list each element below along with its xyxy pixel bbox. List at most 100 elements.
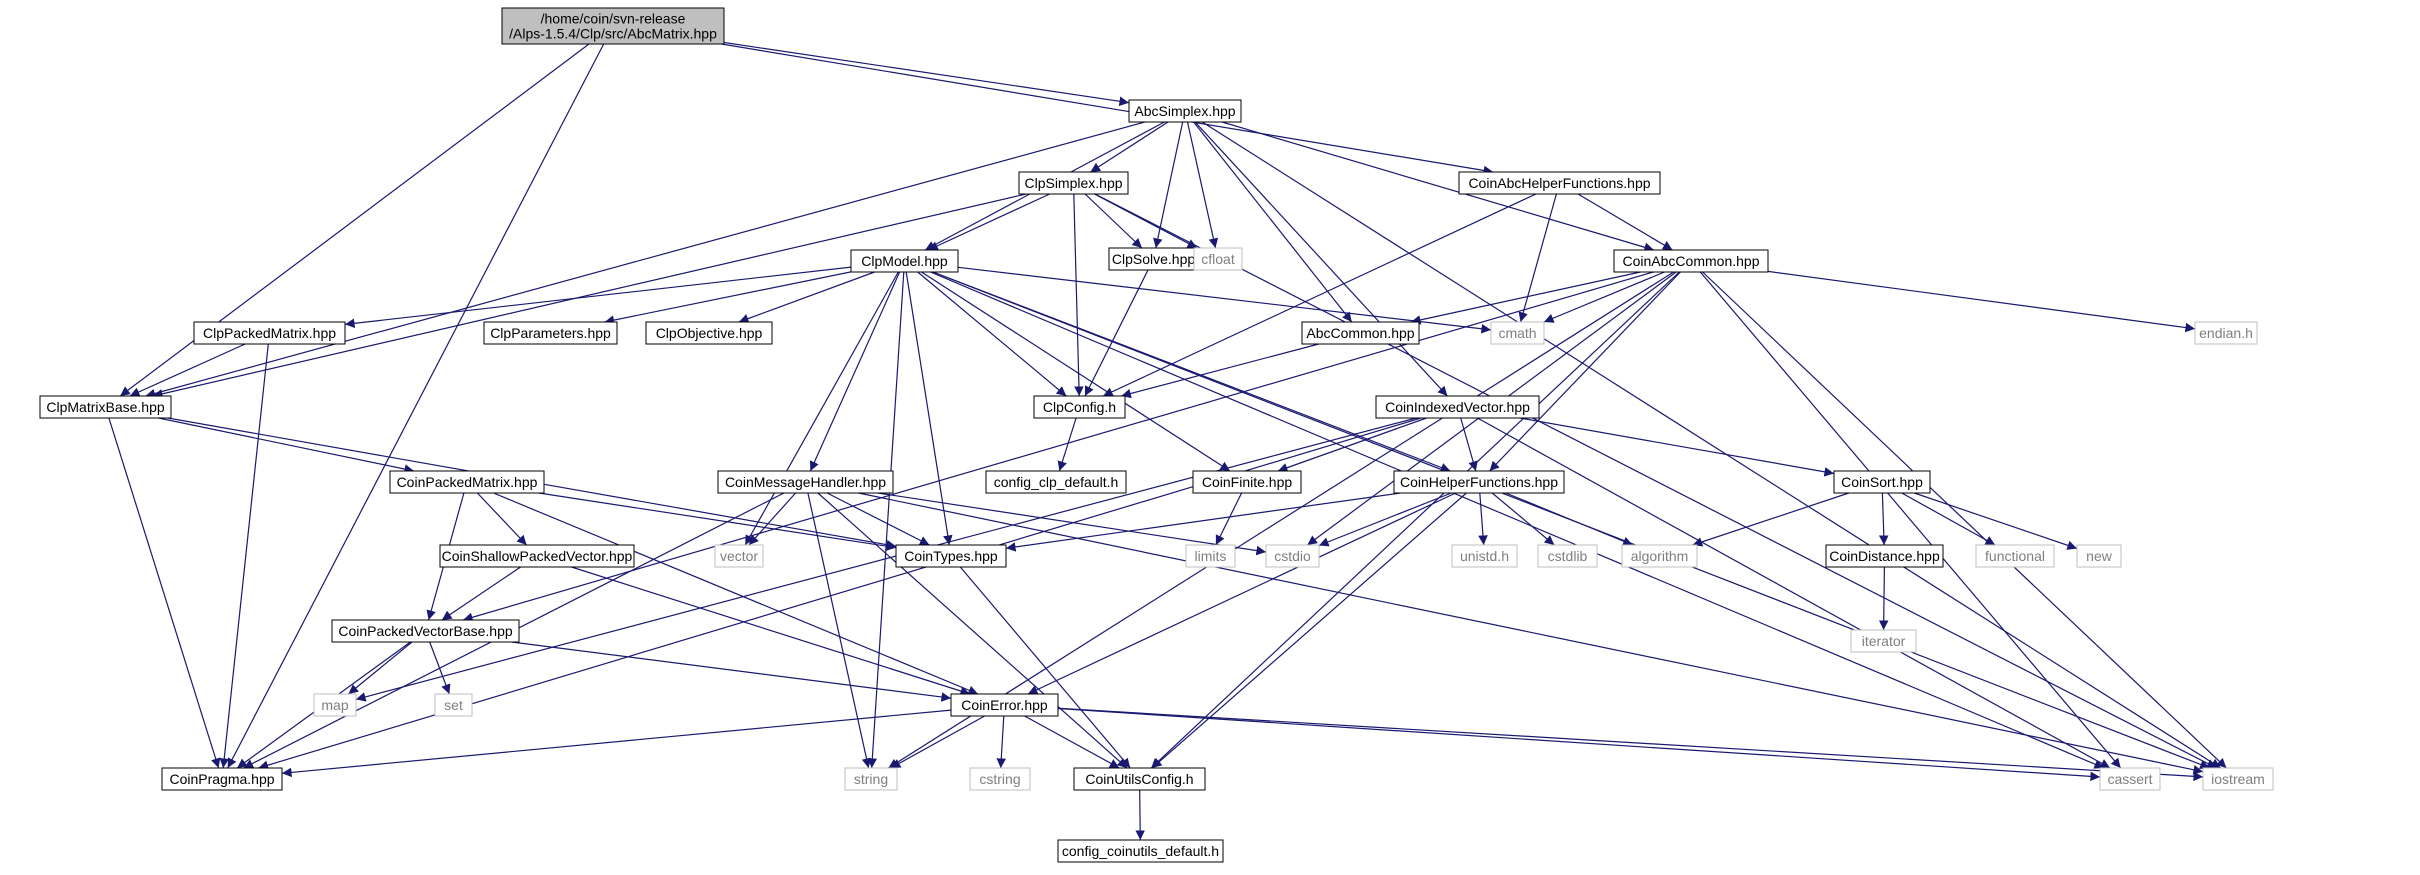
node-vector: vector: [714, 544, 764, 568]
node-box: [1265, 544, 1320, 568]
edge-clpmodel-to-coinfinite: [921, 271, 1231, 472]
edge-clpmodel-to-cmath: [957, 266, 1492, 334]
node-configclpdefault[interactable]: config_clp_default.h: [985, 470, 1127, 494]
node-label: iterator: [1862, 633, 1906, 649]
node-box: [950, 693, 1059, 717]
node-clpconfig[interactable]: ClpConfig.h: [1033, 395, 1126, 419]
node-string: string: [844, 767, 898, 791]
node-box: [313, 693, 357, 717]
node-box: [2099, 767, 2161, 791]
node-label: AbcSimplex.hpp: [1134, 103, 1235, 119]
node-box: [1185, 544, 1236, 568]
node-box: [483, 321, 618, 345]
node-coinpackedmatrix[interactable]: CoinPackedMatrix.hpp: [389, 470, 545, 494]
edge-clpmatrixbase-to-coinpackedmatrix: [158, 417, 415, 474]
node-label: cstdlib: [1548, 548, 1588, 564]
node-coinshallow[interactable]: CoinShallowPackedVector.hpp: [439, 544, 635, 568]
node-abccommon[interactable]: AbcCommon.hpp: [1301, 321, 1420, 345]
node-box: [1613, 249, 1769, 273]
node-label: /Alps-1.5.4/Clp/src/AbcMatrix.hpp: [509, 26, 717, 42]
node-cstdlib: cstdlib: [1537, 544, 1598, 568]
node-coinutilsconfig[interactable]: CoinUtilsConfig.h: [1073, 767, 1206, 791]
node-box: [1375, 395, 1540, 419]
node-coindistance[interactable]: CoinDistance.hpp: [1825, 544, 1944, 568]
node-coinsort[interactable]: CoinSort.hpp: [1833, 470, 1931, 494]
node-abcsimplex[interactable]: AbcSimplex.hpp: [1128, 99, 1242, 123]
node-box: [969, 767, 1031, 791]
edge-coinsort-to-coindistance: [1878, 492, 1889, 546]
node-clpobjective[interactable]: ClpObjective.hpp: [645, 321, 773, 345]
node-root[interactable]: /home/coin/svn-release/Alps-1.5.4/Clp/sr…: [501, 7, 725, 45]
node-coinpackedvectorbase[interactable]: CoinPackedVectorBase.hpp: [331, 619, 520, 643]
node-label: CoinFinite.hpp: [1202, 474, 1292, 490]
node-label: cmath: [1498, 325, 1536, 341]
node-coinindexedvector[interactable]: CoinIndexedVector.hpp: [1375, 395, 1540, 419]
node-label: CoinShallowPackedVector.hpp: [442, 548, 633, 564]
edge-coinpackedvectorbase-to-set: [429, 641, 451, 695]
node-box: [1018, 171, 1129, 195]
node-coinerror[interactable]: CoinError.hpp: [950, 693, 1059, 717]
node-cointypes[interactable]: CoinTypes.hpp: [895, 544, 1007, 568]
node-clpmatrixbase[interactable]: ClpMatrixBase.hpp: [39, 395, 172, 419]
node-coinabchelper[interactable]: CoinAbcHelperFunctions.hpp: [1458, 171, 1661, 195]
node-label: ClpMatrixBase.hpp: [46, 399, 164, 415]
node-box: [2202, 767, 2274, 791]
node-clpsolve[interactable]: ClpSolve.hpp: [1108, 247, 1199, 271]
node-clppackedmatrix[interactable]: ClpPackedMatrix.hpp: [193, 321, 346, 345]
edge-coinpackedmatrix-to-coinshallow: [476, 492, 528, 546]
edge-coinerror-to-cassert: [1057, 707, 2101, 782]
node-label: ClpPackedMatrix.hpp: [203, 325, 336, 341]
edge-abcsimplex-to-iostream: [1201, 121, 2222, 769]
edge-clpmodel-to-vector: [744, 271, 899, 546]
node-label: cstdio: [1274, 548, 1311, 564]
edge-coinsort-to-algorithm: [1692, 492, 1850, 547]
node-coinhelper[interactable]: CoinHelperFunctions.hpp: [1393, 470, 1565, 494]
node-clpparameters[interactable]: ClpParameters.hpp: [483, 321, 618, 345]
node-label: ClpParameters.hpp: [490, 325, 611, 341]
edge-coinmessagehandler-to-coinutilsconfig: [817, 492, 1128, 769]
edge-clpmodel-to-cointypes: [905, 271, 953, 546]
edge-coinabccommon-to-string: [888, 271, 1674, 769]
node-coinfinite[interactable]: CoinFinite.hpp: [1192, 470, 1302, 494]
edge-coinerror-to-coinpragma: [281, 709, 952, 778]
edge-coinmessagehandler-to-vector: [748, 492, 797, 546]
edge-clpconfig-to-configclpdefault: [1057, 417, 1077, 472]
node-coinabccommon[interactable]: CoinAbcCommon.hpp: [1613, 249, 1769, 273]
edge-cointypes-to-coinutilsconfig: [959, 566, 1131, 769]
edge-clpmodel-to-clpparameters: [604, 271, 852, 325]
node-label: CoinMessageHandler.hpp: [725, 474, 886, 490]
node-box: [1192, 470, 1302, 494]
node-label: vector: [720, 548, 758, 564]
node-label: CoinSort.hpp: [1841, 474, 1923, 490]
node-box: [1393, 470, 1565, 494]
node-label: string: [854, 771, 888, 787]
edge-coinmessagehandler-to-cstdio: [877, 492, 1267, 556]
node-clpmodel[interactable]: ClpModel.hpp: [850, 249, 959, 273]
node-configcoinutils[interactable]: config_coinutils_default.h: [1057, 839, 1224, 863]
node-coinpragma[interactable]: CoinPragma.hpp: [161, 767, 283, 791]
edge-coinabchelper-to-clpconfig: [1102, 193, 1537, 397]
node-label: ClpSimplex.hpp: [1024, 175, 1122, 191]
node-box: [1073, 767, 1206, 791]
edge-coinabccommon-to-iostream: [1702, 271, 2227, 769]
node-label: CoinAbcHelperFunctions.hpp: [1468, 175, 1650, 191]
node-label: CoinHelperFunctions.hpp: [1400, 474, 1558, 490]
node-label: cstring: [979, 771, 1020, 787]
edge-coinabccommon-to-abccommon: [1410, 271, 1641, 325]
node-coinmessagehandler[interactable]: CoinMessageHandler.hpp: [717, 470, 894, 494]
node-label: CoinTypes.hpp: [904, 548, 998, 564]
node-clpsimplex[interactable]: ClpSimplex.hpp: [1018, 171, 1129, 195]
edge-coinabccommon-to-coinpackedvectorbase: [462, 271, 1654, 622]
edge-layer: [108, 41, 2227, 841]
node-box: [844, 767, 898, 791]
node-box: [1975, 544, 2055, 568]
edge-clpmodel-to-coinmessagehandler: [809, 271, 901, 472]
node-box: [1128, 99, 1242, 123]
edge-coinerror-to-coinutilsconfig: [1024, 715, 1120, 769]
node-layer: /home/coin/svn-release/Alps-1.5.4/Clp/sr…: [39, 7, 2274, 863]
node-cstring: cstring: [969, 767, 1031, 791]
node-label: ClpModel.hpp: [861, 253, 948, 269]
node-map: map: [313, 693, 357, 717]
node-cstdio: cstdio: [1265, 544, 1320, 568]
node-box: [1057, 839, 1224, 863]
